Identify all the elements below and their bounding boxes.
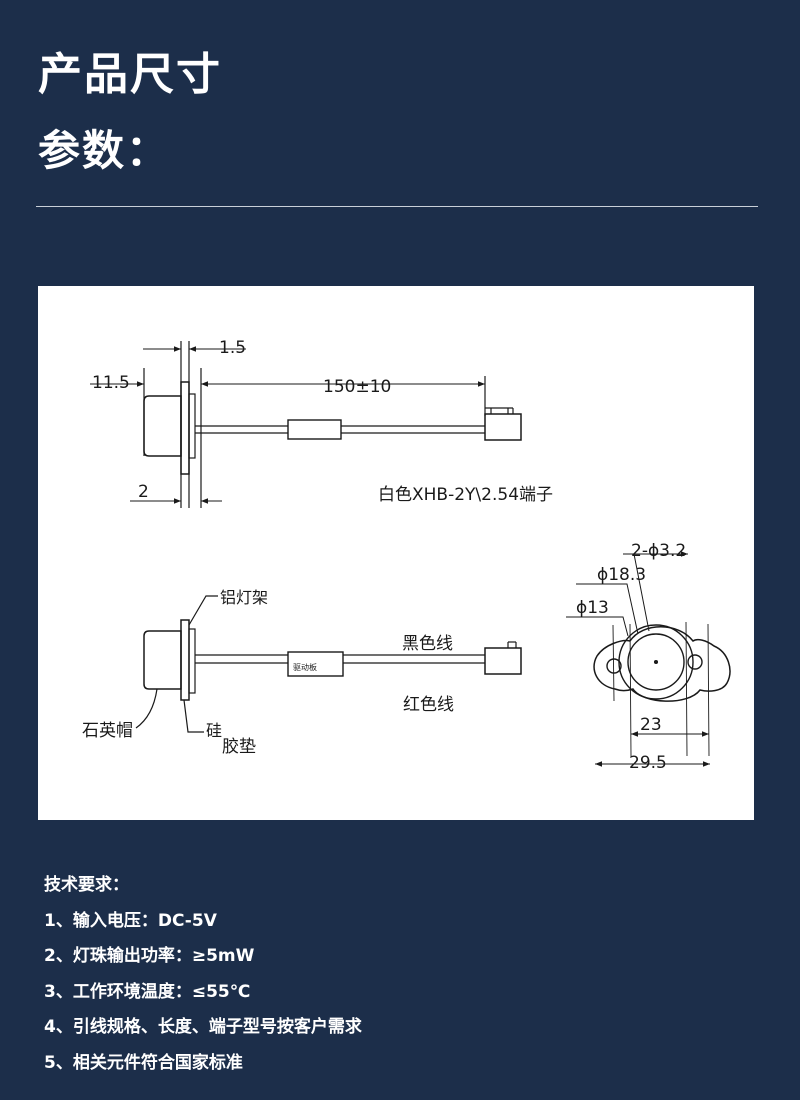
label-quartz-cap: 石英帽 [82,721,133,741]
side-view-dimensions [90,346,485,504]
tech-heading: 技术要求： [44,875,129,895]
spec-item-4: 4、引线规格、长度、端子型号按客户需求 [44,1017,362,1037]
dim-total-width: 29.5 [629,753,667,773]
section-subtitle: 参数： [38,126,171,175]
dimension-drawing: 1.5 11.5 150±10 2 白色XHB-2Y\2.54端子 铝灯架 黑色… [38,286,754,820]
spec-item-5: 5、相关元件符合国家标准 [44,1052,243,1073]
front-view-dimensions [595,551,710,767]
side-view-top [143,341,522,508]
dim-holes: 2-ϕ3.2 [631,541,686,561]
dim-diam-outer: ϕ18.3 [597,565,646,585]
label-black-wire: 黑色线 [402,634,453,654]
dim-flange-thickness: 1.5 [219,338,246,358]
front-view [566,553,731,757]
label-driver-board: 驱动板 [293,662,317,672]
dim-cable-length: 150±10 [323,377,391,397]
header-divider [36,206,758,207]
dim-gasket: 2 [138,482,149,502]
side-view-bottom [135,595,522,733]
spec-item-1: 1、输入电压：DC-5V [44,910,217,931]
label-red-wire: 红色线 [403,695,454,715]
page-title: 产品尺寸 [38,49,222,100]
label-silicone-2: 胶垫 [222,737,256,757]
dim-diam-inner: ϕ13 [576,598,609,618]
dim-hole-spacing: 23 [640,715,662,735]
dim-cap-length: 11.5 [92,373,130,393]
spec-item-2: 2、灯珠输出功率：≥5mW [44,946,255,966]
label-aluminum-holder: 铝灯架 [220,588,268,607]
label-connector: 白色XHB-2Y\2.54端子 [378,485,553,505]
spec-item-3: 3、工作环境温度：≤55℃ [44,981,251,1002]
tech-requirements: 技术要求： 1、输入电压：DC-5V 2、灯珠输出功率：≥5mW 3、工作环境温… [44,868,362,1081]
drawing-canvas: 1.5 11.5 150±10 2 白色XHB-2Y\2.54端子 铝灯架 黑色… [82,338,731,773]
label-silicone-1: 硅 [206,721,222,740]
